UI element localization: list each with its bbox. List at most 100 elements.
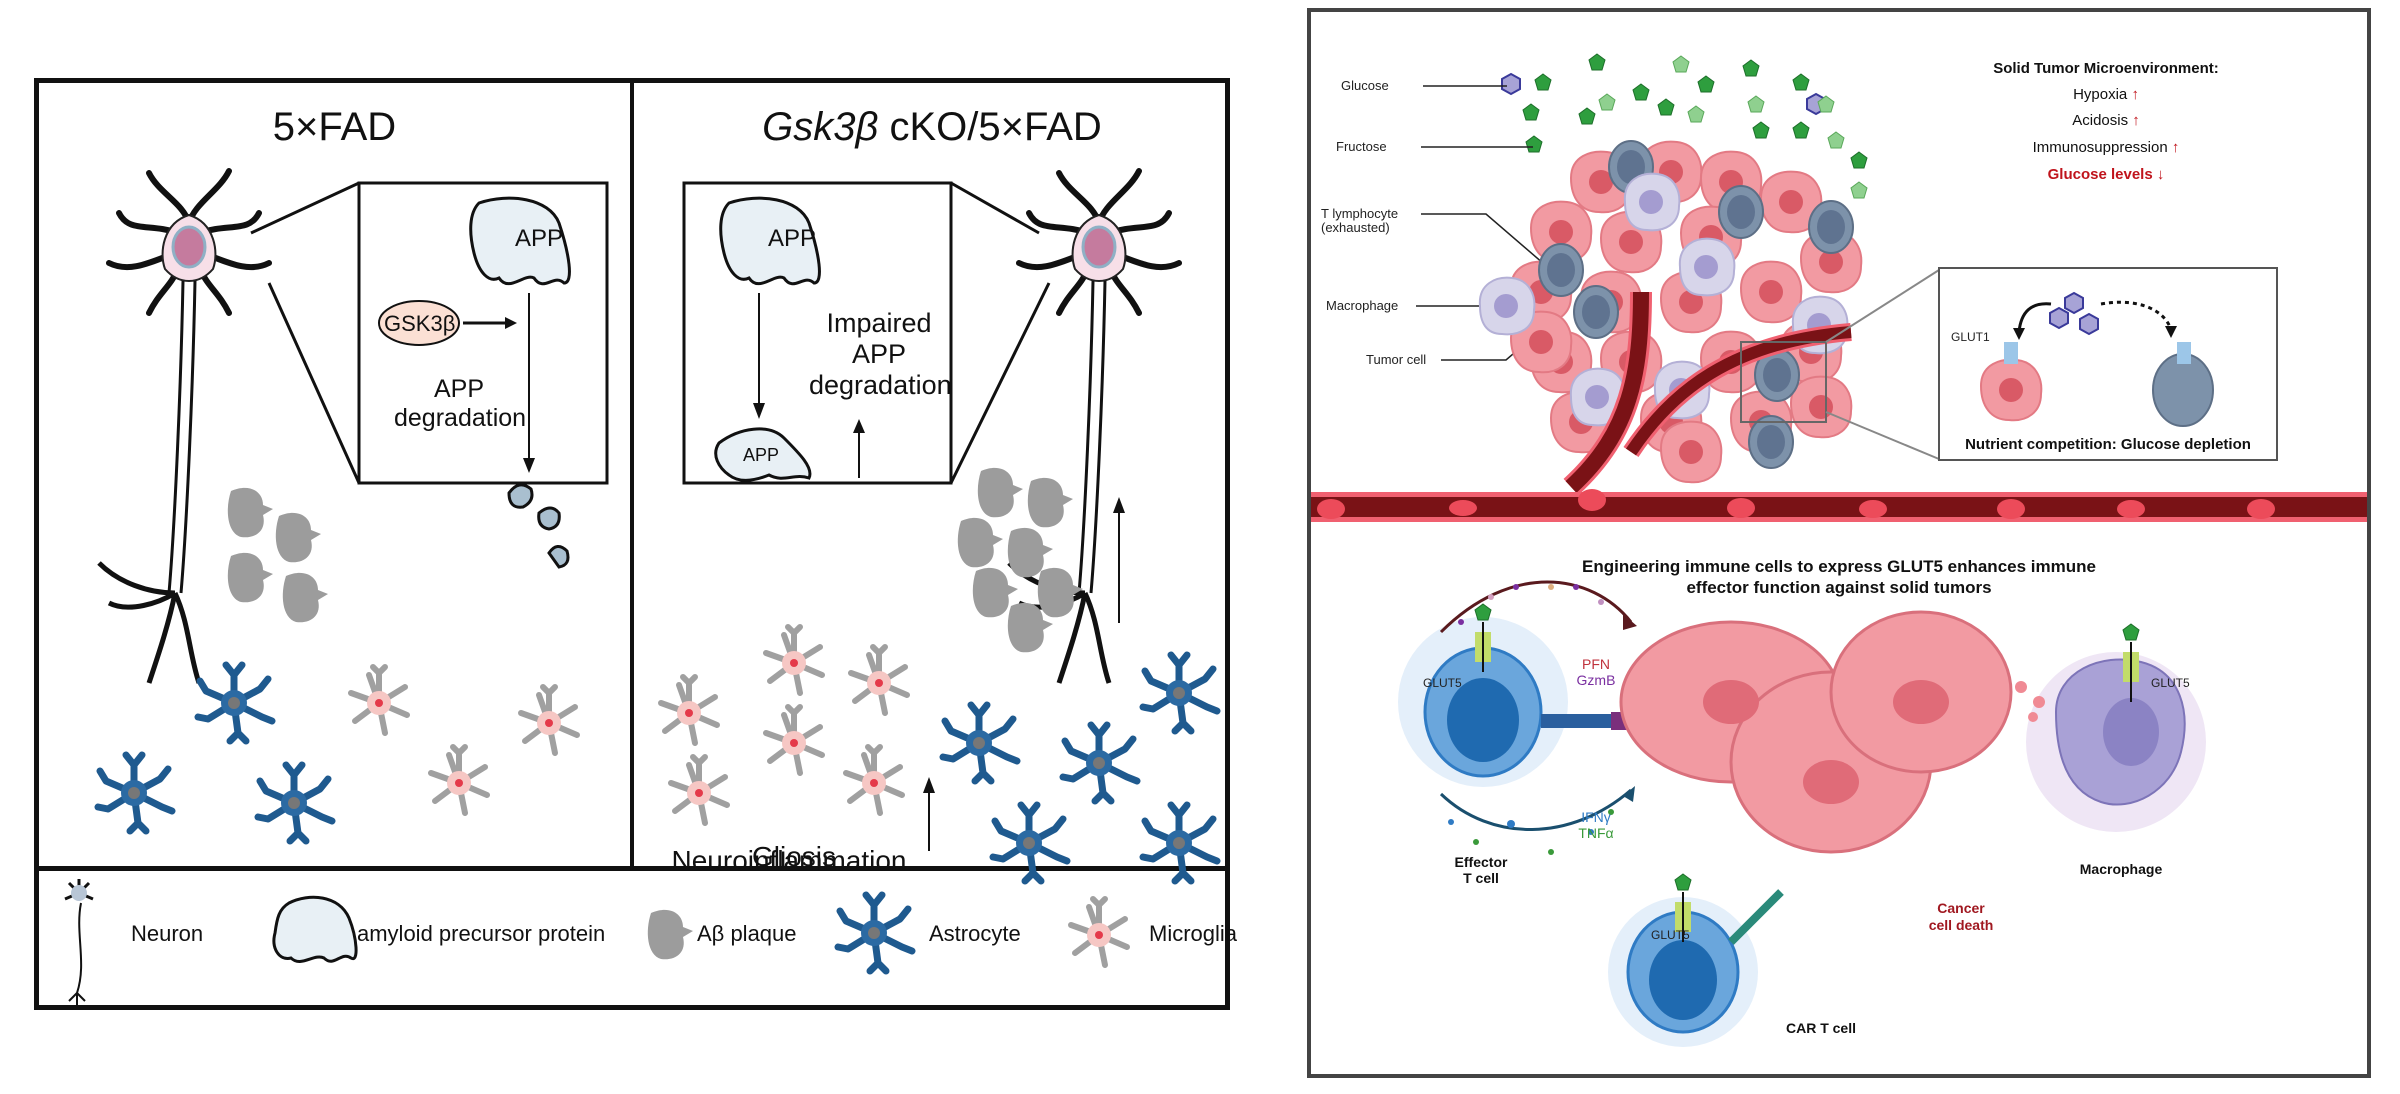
down-arrow-icon: ↓ <box>2156 166 2165 183</box>
t-lymphocyte-subtext: (exhausted) <box>1321 220 1390 236</box>
panel-title-rest: cKO/5×FAD <box>878 105 1102 149</box>
app-protein-shape <box>719 196 821 286</box>
macrophage-bottom-label: Macrophage <box>2079 861 2163 877</box>
microglia <box>851 647 907 713</box>
astrocyte <box>1063 725 1137 801</box>
microglia <box>661 677 717 743</box>
abeta-plaque <box>275 512 321 563</box>
fructose-molecule <box>1578 107 1596 125</box>
cytotoxic-granules <box>1458 584 1604 625</box>
t-cell-inset <box>2152 353 2214 427</box>
tcr-receptor <box>1541 714 1611 728</box>
microglia <box>766 627 822 693</box>
neuron-illustration <box>99 171 269 683</box>
gsk3b-enzyme <box>378 300 460 346</box>
tumor-cell-inset <box>1980 358 2043 422</box>
nutrient-competition-inset <box>1938 267 2278 461</box>
fructose-molecule <box>1632 83 1650 101</box>
glucose-levels-item: Glucose levels ↓ <box>1961 166 2251 183</box>
immunosuppression-label: Immunosuppression <box>2032 139 2168 156</box>
tumor-cell-label: Tumor cell <box>1366 352 1427 367</box>
fructose-molecule <box>1850 151 1868 169</box>
app-protein-icon <box>272 895 358 964</box>
glucose-molecule <box>2064 292 2084 314</box>
astrocyte-icon <box>838 895 912 971</box>
abeta-plaque <box>282 572 328 623</box>
outcome-line1: Cancer <box>1937 900 1985 916</box>
t-lymphocyte-label: T lymphocyte(exhausted) <box>1321 206 1398 236</box>
fructose-molecule <box>1674 873 1692 891</box>
uptake-arrow <box>2017 302 2052 333</box>
astrocyte <box>1143 805 1217 881</box>
microglia <box>671 757 727 823</box>
glut1-transporter <box>2004 342 2018 364</box>
astrocyte <box>993 805 1067 881</box>
legend-astrocyte-label: Astrocyte <box>929 921 1021 946</box>
fructose-molecule <box>1687 105 1705 123</box>
capillary-branch <box>1565 291 1649 493</box>
fructose-molecule <box>1827 131 1845 149</box>
glut1-label: GLUT1 <box>1951 330 1990 344</box>
hypoxia-label: Hypoxia <box>2073 86 2128 103</box>
car-receptor <box>1728 889 1784 945</box>
cytokine-arrow <box>1439 788 1632 831</box>
left-figure-panel: 5×FAD Gsk3β cKO/5×FAD <box>34 78 1237 1010</box>
app-label: APP <box>514 225 564 252</box>
macrophage-cell <box>1623 172 1681 232</box>
panel-title-gene: Gsk3β <box>762 105 879 149</box>
tnfa-label: TNFα <box>1578 825 1614 841</box>
glucose-molecule <box>2049 307 2069 329</box>
t-lymphocyte <box>1808 200 1854 254</box>
fructose-molecule <box>1792 73 1810 91</box>
red-blood-cells <box>1317 489 2275 519</box>
pfn-label: PFN <box>1582 656 1610 672</box>
legend-plaque-label: Aβ plaque <box>697 921 797 946</box>
astrocyte <box>1143 655 1217 731</box>
fructose-molecule <box>1752 121 1770 139</box>
app-degradation-label: APP degradation <box>394 375 527 432</box>
legend-microglia-label: Microglia <box>1149 921 1238 946</box>
fructose-molecule <box>1697 75 1715 93</box>
microglia <box>351 667 407 733</box>
microglia <box>521 687 577 753</box>
glucose-molecule <box>2079 313 2099 335</box>
fructose-label: Fructose <box>1336 139 1387 154</box>
bottom-title-line1: Engineering immune cells to express GLUT… <box>1582 557 2096 576</box>
legend-divider <box>39 866 1225 871</box>
abeta-plaque <box>1027 477 1073 528</box>
nutrient-competition-caption: Nutrient competition: Glucose depletion <box>1965 436 2251 453</box>
cancer-cell-cluster <box>1619 610 2013 854</box>
astrocyte <box>198 665 272 741</box>
acidosis-item: Acidosis ↑ <box>1961 112 2251 129</box>
fructose-molecule <box>1747 95 1765 113</box>
fructose-molecule <box>1742 59 1760 77</box>
glucose-levels-label: Glucose levels <box>2047 166 2153 183</box>
effector-label-line2: T cell <box>1463 870 1499 886</box>
fructose-molecule <box>2122 623 2140 641</box>
fructose-molecule <box>1598 93 1616 111</box>
fructose-molecule <box>1525 135 1543 153</box>
panel-title-5xfad: 5×FAD <box>272 105 397 149</box>
acidosis-label: Acidosis <box>2072 112 2129 129</box>
fructose-molecule <box>1850 181 1868 199</box>
legend-app-label: amyloid precursor protein <box>357 921 606 946</box>
panel-divider-vertical <box>630 83 634 866</box>
legend-neuron-label: Neuron <box>131 921 204 946</box>
abeta-plaque-icon <box>647 909 693 960</box>
gliosis-label: Gliosis <box>751 841 836 872</box>
blocked-uptake-arrow <box>2100 300 2173 331</box>
capillary-branch <box>1626 326 1852 456</box>
app-label: APP <box>742 445 780 465</box>
glucose-molecule <box>1501 73 1521 95</box>
car-t-label: CAR T cell <box>1785 1020 1856 1036</box>
t-lymphocyte <box>1538 243 1584 297</box>
immunosuppression-item: Immunosuppression ↑ <box>1961 139 2251 156</box>
impaired-degradation-label: Impaired APP degradation <box>809 308 952 401</box>
t-lymphocyte <box>1718 185 1764 239</box>
fructose-molecule <box>1522 103 1540 121</box>
cytotoxic-arrow <box>1439 580 1633 634</box>
glut5-label-effector: GLUT5 <box>1423 676 1462 690</box>
microglia <box>846 747 902 813</box>
neuroinflammation-label: Neuroinflammation <box>671 845 907 876</box>
fructose-molecule <box>1474 603 1492 621</box>
